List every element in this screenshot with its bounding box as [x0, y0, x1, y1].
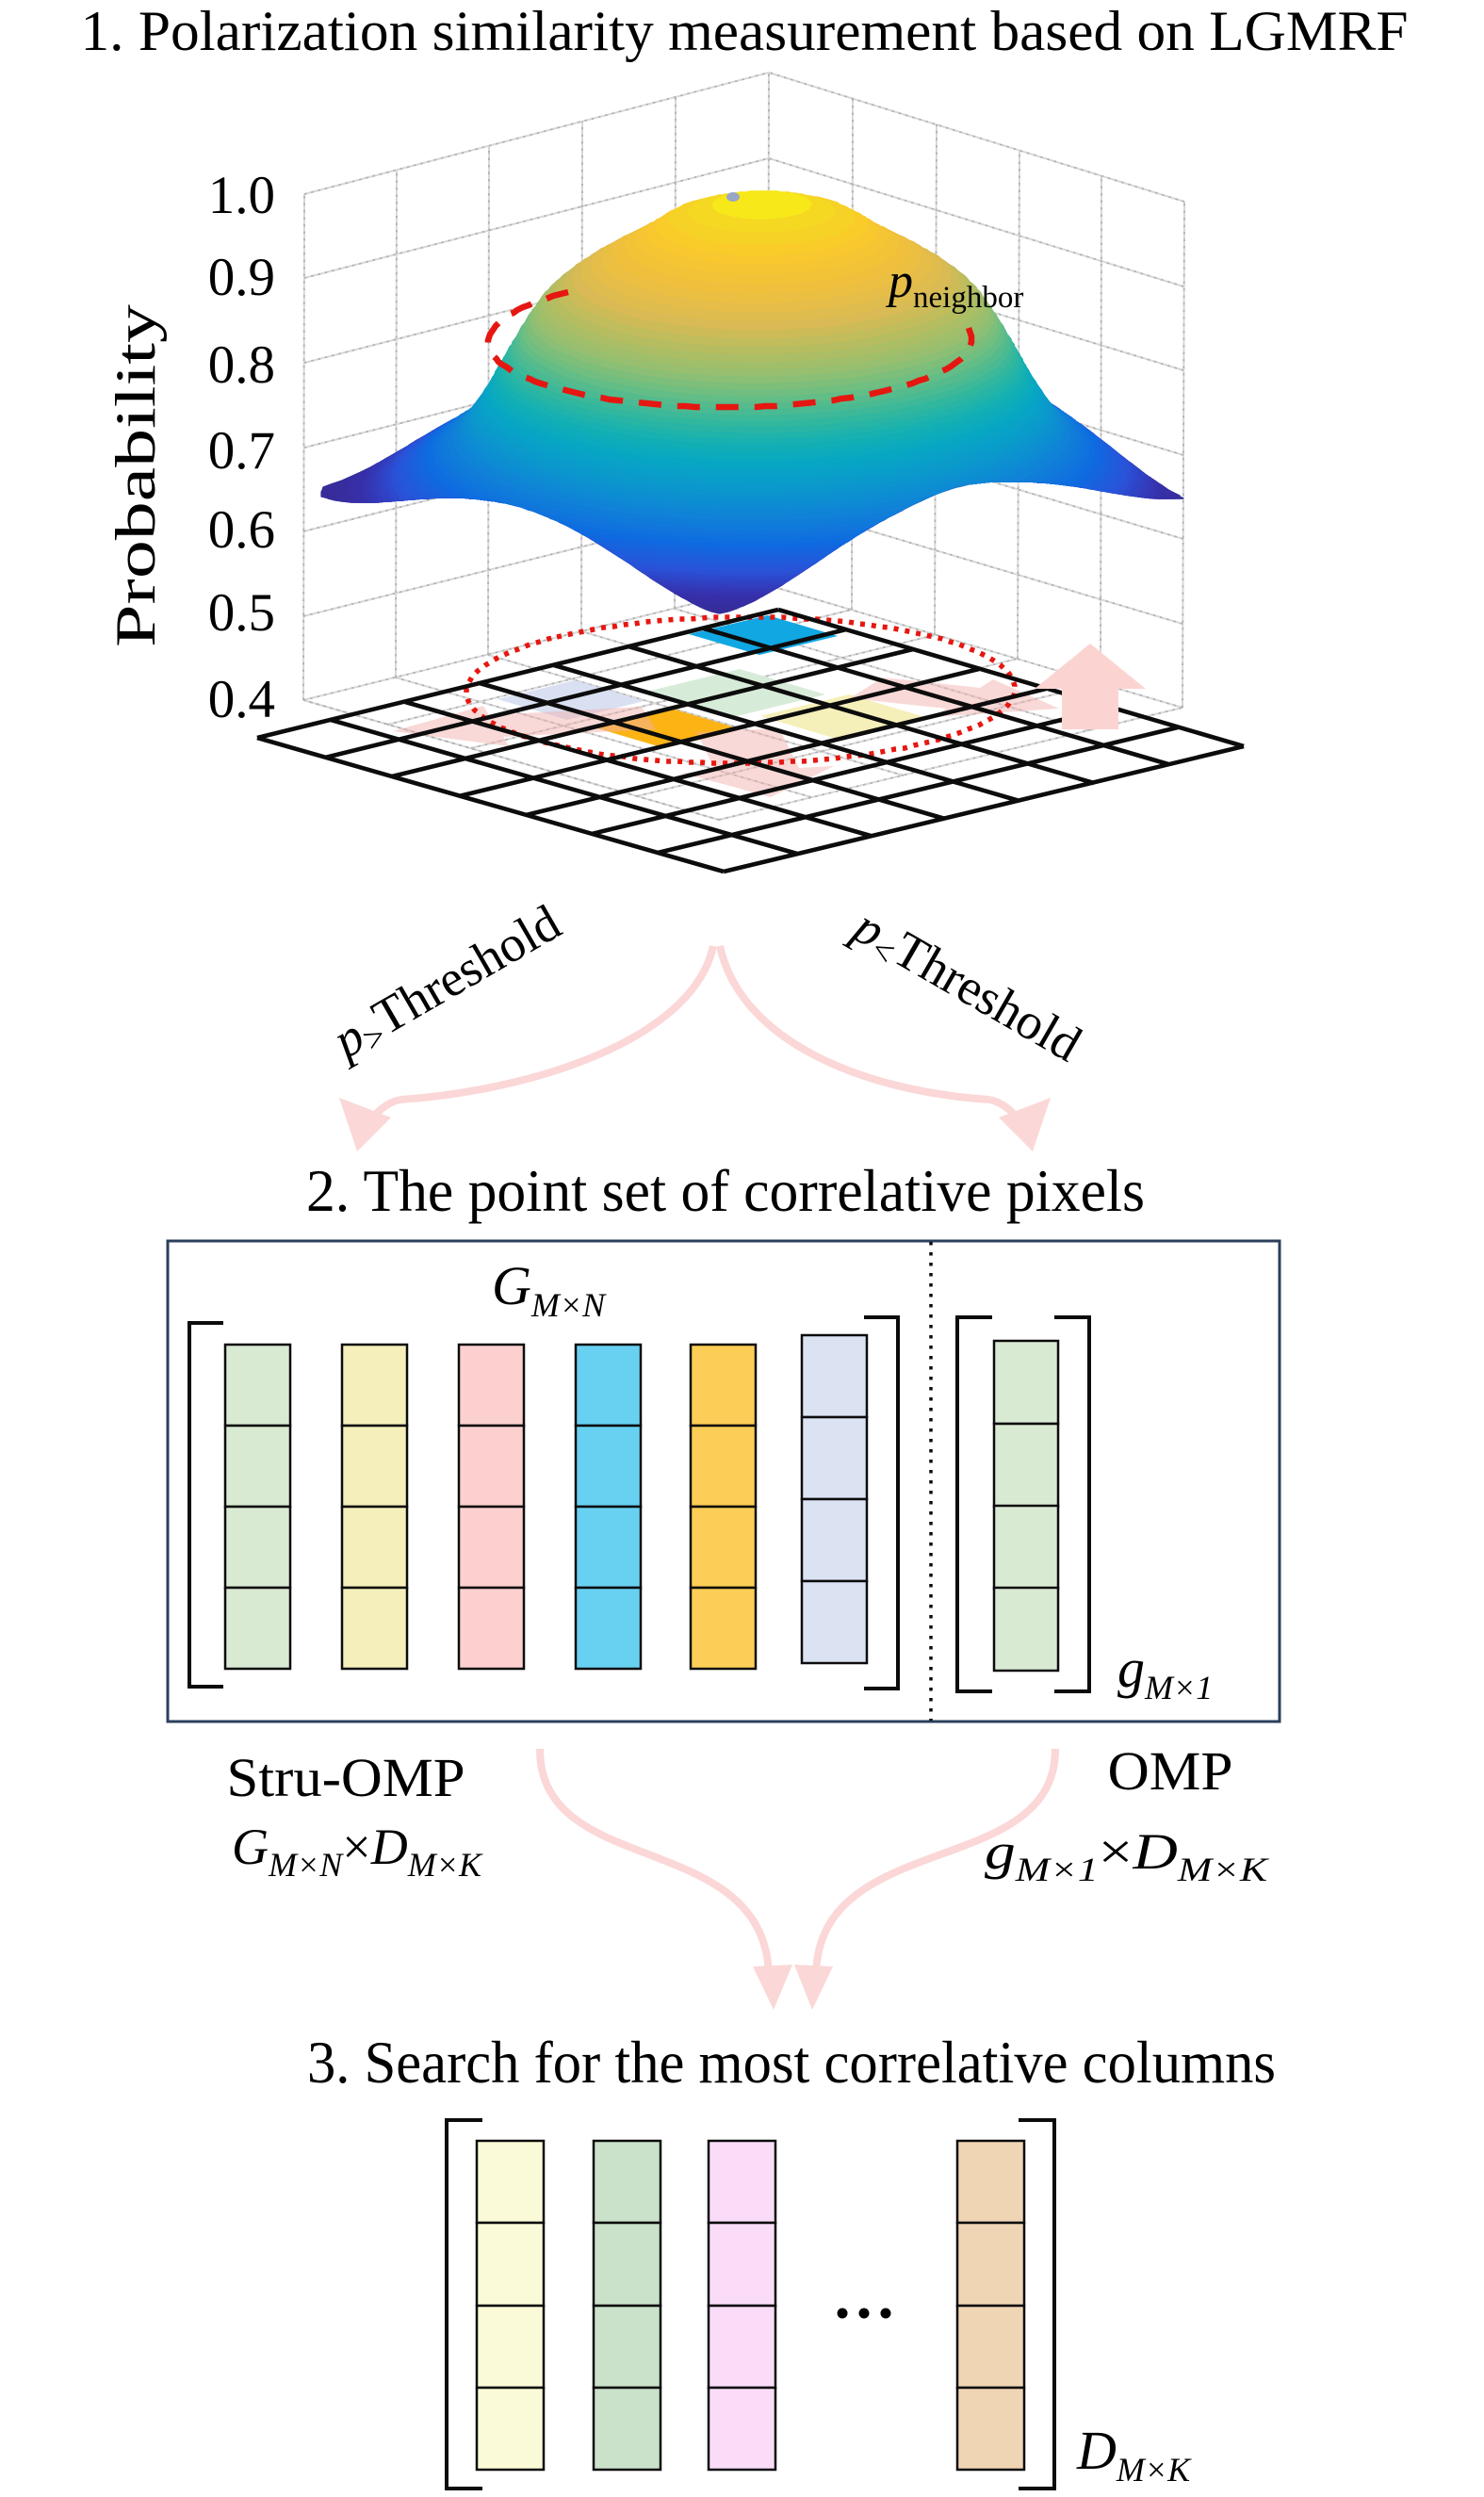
svg-text:2. The point set of correlativ: 2. The point set of correlative pixels: [306, 1157, 1145, 1224]
svg-text:0.4: 0.4: [208, 670, 275, 729]
svg-text:1.0: 1.0: [208, 166, 275, 225]
svg-text:GM×N: GM×N: [492, 1255, 607, 1324]
svg-text:0.8: 0.8: [208, 335, 275, 395]
svg-text:Stru-OMP: Stru-OMP: [227, 1747, 465, 1808]
svg-text:3. Search for the most correla: 3. Search for the most correlative colum…: [307, 2029, 1276, 2096]
svg-text:0.7: 0.7: [208, 421, 275, 481]
svg-text:0.6: 0.6: [208, 500, 275, 560]
svg-text:1. Polarization similarity mea: 1. Polarization similarity measurement b…: [81, 0, 1409, 62]
svg-text:gM×1: gM×1: [1117, 1638, 1213, 1706]
svg-text:Probability: Probability: [105, 304, 167, 647]
svg-text:OMP: OMP: [1108, 1740, 1233, 1802]
svg-text:0.9: 0.9: [208, 248, 275, 307]
svg-text:gM×1×DM×K: gM×1×DM×K: [985, 1823, 1269, 1888]
svg-text:DM×K: DM×K: [1076, 2420, 1192, 2489]
svg-text:0.5: 0.5: [208, 583, 275, 643]
